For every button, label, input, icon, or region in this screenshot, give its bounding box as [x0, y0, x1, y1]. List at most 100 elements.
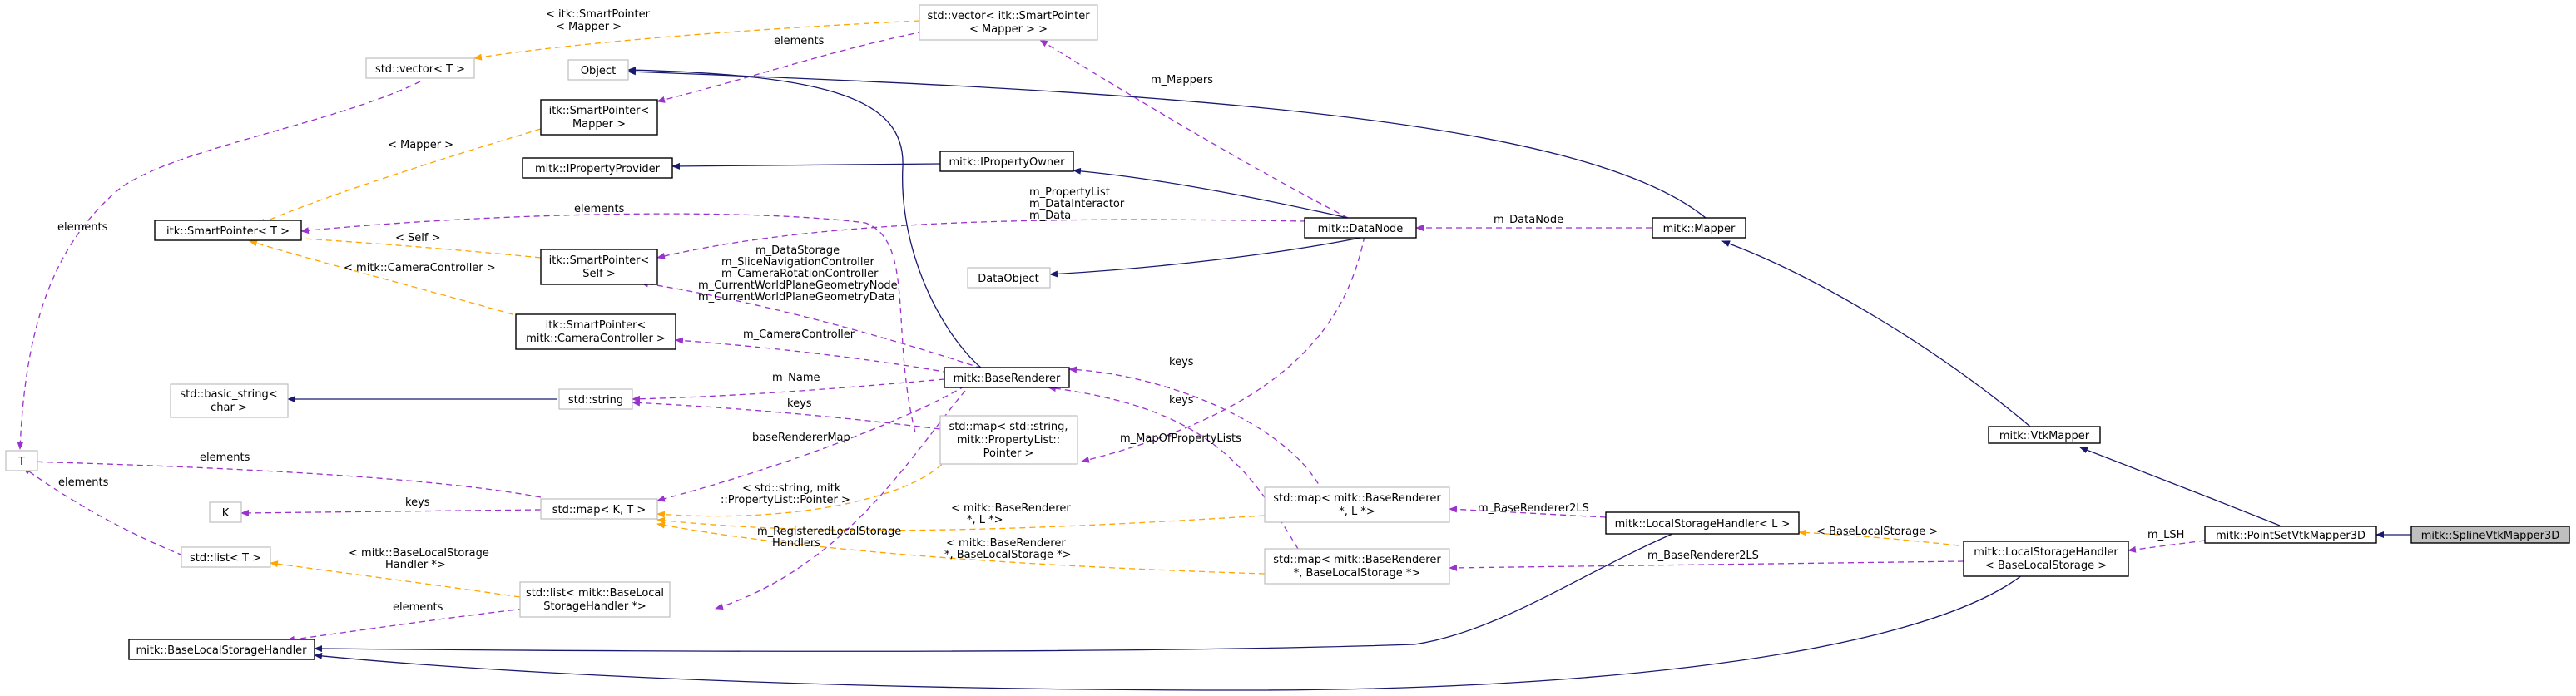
label-l-template-1: < mitk::BaseRenderer: [951, 502, 1071, 515]
svg-text:mitk::DataNode: mitk::DataNode: [1318, 223, 1404, 235]
label-datanode-2: m_DataInteractor: [1029, 198, 1125, 210]
label-keys-br-2: keys: [1169, 394, 1194, 407]
label-m-baserenderer2ls-b: m_BaseRenderer2LS: [1647, 550, 1759, 562]
edge-datanode-mapprop-usage: [1081, 235, 1365, 463]
node-map-baserenderer-l[interactable]: std::map< mitk::BaseRenderer *, L *>: [1264, 486, 1450, 523]
label-keys-k: keys: [405, 496, 430, 509]
label-list-template-1: < mitk::BaseLocalStorage: [349, 547, 489, 560]
label-m-cameracontroller: m_CameraController: [743, 328, 855, 341]
svg-text:< Mapper > >: < Mapper > >: [969, 23, 1048, 36]
label-m-datanode: m_DataNode: [1494, 214, 1563, 226]
svg-text:itk::SmartPointer< T >: itk::SmartPointer< T >: [166, 225, 290, 238]
edge-propertyowner-to-propertyprovider: [671, 162, 941, 170]
label-m-registered-1: m_RegisteredLocalStorage: [757, 526, 901, 538]
label-b-template-2: *, BaseLocalStorage *>: [944, 549, 1072, 561]
edge-vector-t-usage: [17, 81, 421, 450]
label-m-mappers: m_Mappers: [1151, 74, 1213, 86]
label-baserenderer-4: m_CurrentWorldPlaneGeometryNode: [698, 279, 898, 292]
edge-lsh-l-to-baselsh: [314, 533, 1673, 653]
edge-mapkt-t-usage: [27, 458, 542, 498]
node-smartpointer-self[interactable]: itk::SmartPointer< Self >: [540, 249, 658, 285]
edge-map-l-baserenderer-usage: [1068, 366, 1324, 493]
svg-text:mitk::IPropertyOwner: mitk::IPropertyOwner: [949, 156, 1066, 169]
svg-text:Pointer >: Pointer >: [983, 447, 1034, 460]
edge-map-b-baserenderer-usage: [1048, 385, 1299, 550]
svg-text:DataObject: DataObject: [978, 273, 1038, 285]
label-elements-vector: elements: [774, 35, 825, 47]
node-base-local-storage-handler[interactable]: mitk::BaseLocalStorageHandler: [128, 639, 315, 660]
node-t[interactable]: T: [5, 450, 38, 471]
label-mapper-template: < Mapper >: [388, 139, 453, 151]
edge-datanode-to-propertyowner: [1073, 167, 1349, 219]
label-baserenderer-3: m_CameraRotationController: [721, 268, 879, 280]
svg-text:std::string: std::string: [568, 394, 623, 407]
node-local-storage-handler-l[interactable]: mitk::LocalStorageHandler< L >: [1605, 511, 1800, 535]
label-baserenderer-2: m_SliceNavigationController: [721, 256, 875, 269]
edge-datanode-vector-usage: [1039, 39, 1349, 219]
node-pointset-vtk-mapper-3d[interactable]: mitk::PointSetVtkMapper3D: [2204, 526, 2377, 544]
edge-sp-t-elements-usage: [300, 213, 916, 433]
node-baserenderer[interactable]: mitk::BaseRenderer: [944, 367, 1070, 388]
edge-lsh-b-map-b-usage: [1449, 560, 1964, 571]
edge-datanode-sp-self-usage: [656, 219, 1307, 259]
node-object[interactable]: Object: [567, 59, 629, 81]
edge-map-b-to-mapkt: [656, 521, 1266, 575]
edge-vector-sp-to-vector-t: [473, 20, 920, 61]
label-vector-template-2: < Mapper >: [556, 21, 622, 33]
label-camera-template: < mitk::CameraController >: [344, 262, 496, 274]
node-spline-vtk-mapper-3d[interactable]: mitk::SplineVtkMapper3D: [2410, 526, 2570, 544]
edge-stdlist-lsh-to-stdlist: [270, 560, 521, 598]
svg-text:K: K: [222, 507, 230, 520]
svg-text:std::vector< T >: std::vector< T >: [375, 63, 465, 76]
node-map-string-propertylist[interactable]: std::map< std::string, mitk::PropertyLis…: [939, 415, 1078, 465]
edge-pointset-lsh-usage: [2128, 540, 2206, 553]
node-std-list-lsh[interactable]: std::list< mitk::BaseLocal StorageHandle…: [519, 581, 671, 618]
svg-text:std::map< mitk::BaseRenderer: std::map< mitk::BaseRenderer: [1273, 492, 1441, 505]
edge-lsh-l-map-l-usage: [1449, 506, 1607, 518]
node-smartpointer-mapper[interactable]: itk::SmartPointer< Mapper >: [540, 99, 658, 136]
node-map-k-t[interactable]: std::map< K, T >: [540, 498, 658, 520]
node-std-list-t[interactable]: std::list< T >: [181, 546, 271, 568]
node-std-vector-t[interactable]: std::vector< T >: [365, 57, 475, 79]
node-k[interactable]: K: [209, 501, 242, 523]
node-std-string[interactable]: std::string: [558, 388, 633, 410]
node-map-baserenderer-base[interactable]: std::map< mitk::BaseRenderer *, BaseLoca…: [1264, 548, 1450, 585]
edge-sp-self-to-sp-t: [274, 234, 542, 259]
svg-text:std::vector< itk::SmartPointer: std::vector< itk::SmartPointer: [927, 10, 1090, 22]
node-basic-string[interactable]: std::basic_string< char >: [170, 383, 289, 418]
edge-pointset-to-vtkmapper: [2079, 447, 2281, 526]
node-smartpointer-t[interactable]: itk::SmartPointer< T >: [154, 220, 302, 241]
label-m-lsh: m_LSH: [2147, 529, 2184, 541]
svg-text:mitk::LocalStorageHandler: mitk::LocalStorageHandler: [1974, 546, 2118, 559]
svg-text:T: T: [17, 456, 25, 468]
label-baserenderermap: baseRendererMap: [752, 432, 850, 444]
label-elements-list-lsh: elements: [393, 601, 443, 614]
svg-text:std::map< mitk::BaseRenderer: std::map< mitk::BaseRenderer: [1273, 554, 1441, 566]
label-vector-template-1: < itk::SmartPointer: [546, 8, 651, 21]
node-datanode[interactable]: mitk::DataNode: [1304, 217, 1417, 239]
svg-text:mitk::Mapper: mitk::Mapper: [1663, 223, 1736, 235]
node-mapper[interactable]: mitk::Mapper: [1652, 217, 1746, 239]
svg-text:Self >: Self >: [582, 268, 615, 280]
svg-text:mitk::BaseRenderer: mitk::BaseRenderer: [954, 373, 1061, 385]
svg-text:mitk::LocalStorageHandler< L >: mitk::LocalStorageHandler< L >: [1615, 518, 1791, 531]
node-iproperty-owner[interactable]: mitk::IPropertyOwner: [939, 151, 1074, 172]
node-vtk-mapper[interactable]: mitk::VtkMapper: [1988, 426, 2101, 444]
node-dataobject[interactable]: DataObject: [967, 267, 1051, 289]
node-smartpointer-camera-controller[interactable]: itk::SmartPointer< mitk::CameraControlle…: [515, 313, 676, 350]
label-b-template-1: < mitk::BaseRenderer: [946, 537, 1066, 550]
label-prop-template-2: ::PropertyList::Pointer >: [721, 494, 850, 506]
label-baserenderer-5: m_CurrentWorldPlaneGeometryData: [698, 291, 895, 304]
label-elements-sp: elements: [574, 203, 625, 215]
edge-mapper-to-object: [627, 68, 1707, 219]
label-keys-string: keys: [787, 397, 812, 410]
edge-stdlist-t-usage: [22, 466, 184, 556]
label-self-template: < Self >: [395, 232, 441, 244]
node-iproperty-provider[interactable]: mitk::IPropertyProvider: [522, 157, 673, 179]
edge-lsh-b-to-lsh-l: [1798, 529, 1989, 550]
edge-baserenderer-stdstring-usage: [632, 378, 945, 402]
label-m-mapofpropertylists: m_MapOfPropertyLists: [1120, 432, 1241, 445]
svg-text:*, BaseLocalStorage *>: *, BaseLocalStorage *>: [1294, 567, 1421, 580]
node-std-vector-smartpointer-mapper[interactable]: std::vector< itk::SmartPointer < Mapper …: [919, 4, 1098, 41]
node-local-storage-handler-base[interactable]: mitk::LocalStorageHandler < BaseLocalSto…: [1963, 541, 2129, 577]
